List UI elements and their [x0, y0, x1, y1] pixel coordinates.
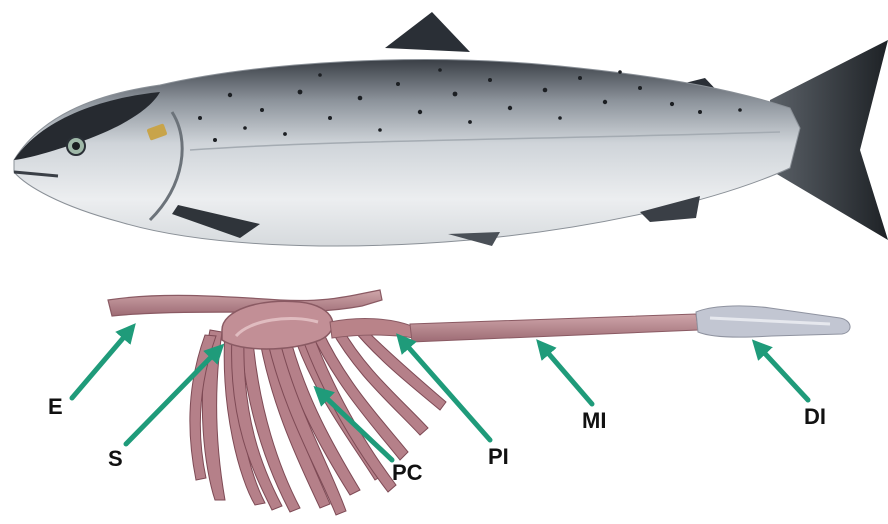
- pyloric-caeca: [190, 326, 446, 515]
- arrow-e: [72, 330, 130, 398]
- label-pi: PI: [488, 446, 509, 468]
- arrow-di: [758, 346, 808, 400]
- pyloric-intestine: [330, 319, 414, 338]
- dorsal-fin: [385, 12, 470, 52]
- label-di: DI: [804, 406, 826, 428]
- label-s: S: [108, 448, 123, 470]
- digestive-tract: [108, 290, 850, 515]
- label-pc: PC: [392, 462, 423, 484]
- salmon-illustration: [14, 12, 888, 246]
- label-e: E: [48, 396, 63, 418]
- label-mi: MI: [582, 410, 606, 432]
- arrows: [72, 330, 808, 460]
- mid-intestine: [410, 314, 698, 342]
- arrow-mi: [542, 346, 592, 404]
